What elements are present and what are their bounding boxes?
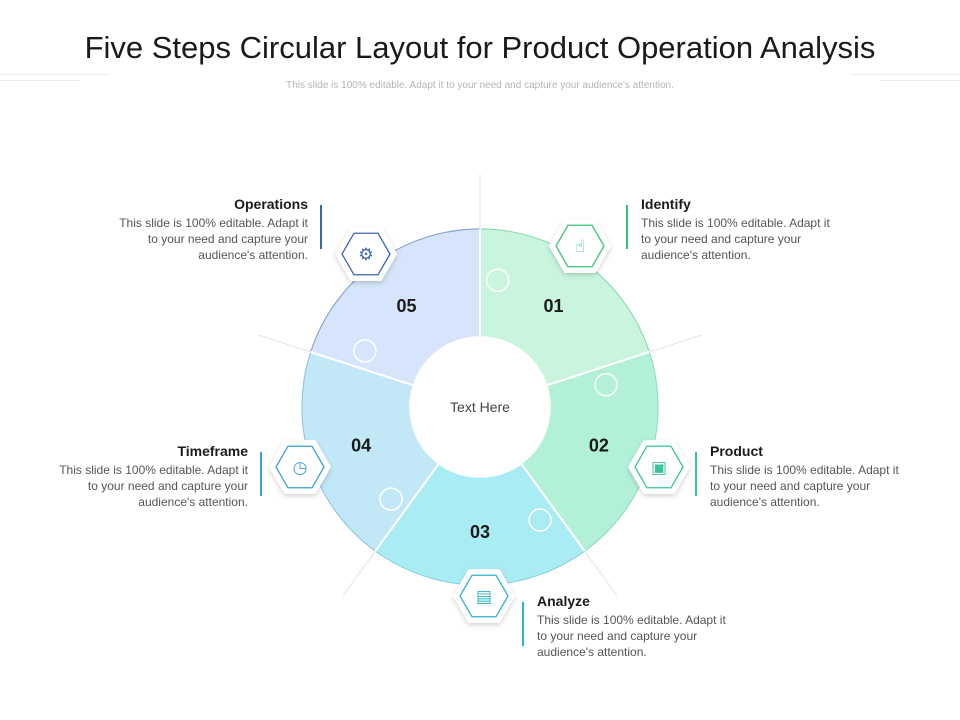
puzzle-knob <box>379 487 403 511</box>
step-heading: Operations <box>234 196 308 212</box>
hex-inner <box>555 224 605 268</box>
radial-line <box>578 542 618 596</box>
step-analyze: Analyze This slide is 100% editable. Ada… <box>537 593 737 660</box>
step-numbers: 01 02 03 04 05 <box>351 296 609 542</box>
step-body: This slide is 100% editable. Adapt it to… <box>537 613 726 659</box>
title-rule-left-2 <box>0 80 80 81</box>
step-heading: Identify <box>641 196 691 212</box>
hex-inner <box>275 445 325 489</box>
segment-separator <box>374 463 440 552</box>
segment-separator <box>310 351 414 387</box>
radial-line <box>258 334 321 356</box>
step-operations: Operations This slide is 100% editable. … <box>108 196 308 263</box>
step-number: 04 <box>351 436 371 456</box>
step-body: This slide is 100% editable. Adapt it to… <box>59 463 248 509</box>
page-title: Five Steps Circular Layout for Product O… <box>84 30 876 65</box>
hex-inner <box>634 445 684 489</box>
box-icon: ▣ <box>651 458 667 478</box>
step-identify: Identify This slide is 100% editable. Ad… <box>641 196 841 263</box>
title-rule-left <box>0 74 110 75</box>
accent-bar-identify <box>626 205 628 249</box>
hex-gear-icon: ⚙ <box>335 227 397 281</box>
hex-clock-icon: ◷ <box>269 440 331 494</box>
step-number: 05 <box>397 296 417 316</box>
puzzle-knob <box>594 373 618 397</box>
step-body: This slide is 100% editable. Adapt it to… <box>710 463 899 509</box>
gear-icon: ⚙ <box>358 245 373 265</box>
step-product: Product This slide is 100% editable. Ada… <box>710 443 910 510</box>
hex-inner <box>459 574 509 618</box>
step-heading: Analyze <box>537 593 590 609</box>
radial-line <box>639 334 702 356</box>
puzzle-knob <box>353 339 377 363</box>
accent-bar-analyze <box>522 602 524 646</box>
step-timeframe: Timeframe This slide is 100% editable. A… <box>48 443 248 510</box>
step-number: 03 <box>470 522 490 542</box>
hex-hand-pointer-icon: ☝ <box>549 219 611 273</box>
radial-lines <box>258 174 702 596</box>
segment-separator <box>520 463 586 552</box>
title-rule-right <box>850 74 960 75</box>
step-body: This slide is 100% editable. Adapt it to… <box>641 216 830 262</box>
step-number: 01 <box>543 296 563 316</box>
step-heading: Product <box>710 443 763 459</box>
page-subtitle: This slide is 100% editable. Adapt it to… <box>286 80 674 91</box>
step-body: This slide is 100% editable. Adapt it to… <box>119 216 308 262</box>
puzzle-knob <box>486 268 510 292</box>
accent-bar-operations <box>320 205 322 249</box>
step-heading: Timeframe <box>177 443 248 459</box>
segment-separator <box>546 351 650 387</box>
hex-chart-icon: ▤ <box>453 569 515 623</box>
title-rule-right-2 <box>880 80 960 81</box>
hex-box-icon: ▣ <box>628 440 690 494</box>
step-number: 02 <box>589 436 609 456</box>
hex-inner <box>341 232 391 276</box>
accent-bar-timeframe <box>260 452 262 496</box>
puzzle-knob <box>528 508 552 532</box>
center-circle <box>410 337 550 477</box>
clock-icon: ◷ <box>293 458 308 478</box>
center-label: Text Here <box>450 399 510 415</box>
chart-icon: ▤ <box>476 587 492 607</box>
step-icons: ☝ ▣ ▤ ◷ ⚙ <box>269 219 690 623</box>
radial-line <box>342 542 382 596</box>
accent-bar-product <box>695 452 697 496</box>
hand-pointer-icon: ☝ <box>575 237 585 257</box>
